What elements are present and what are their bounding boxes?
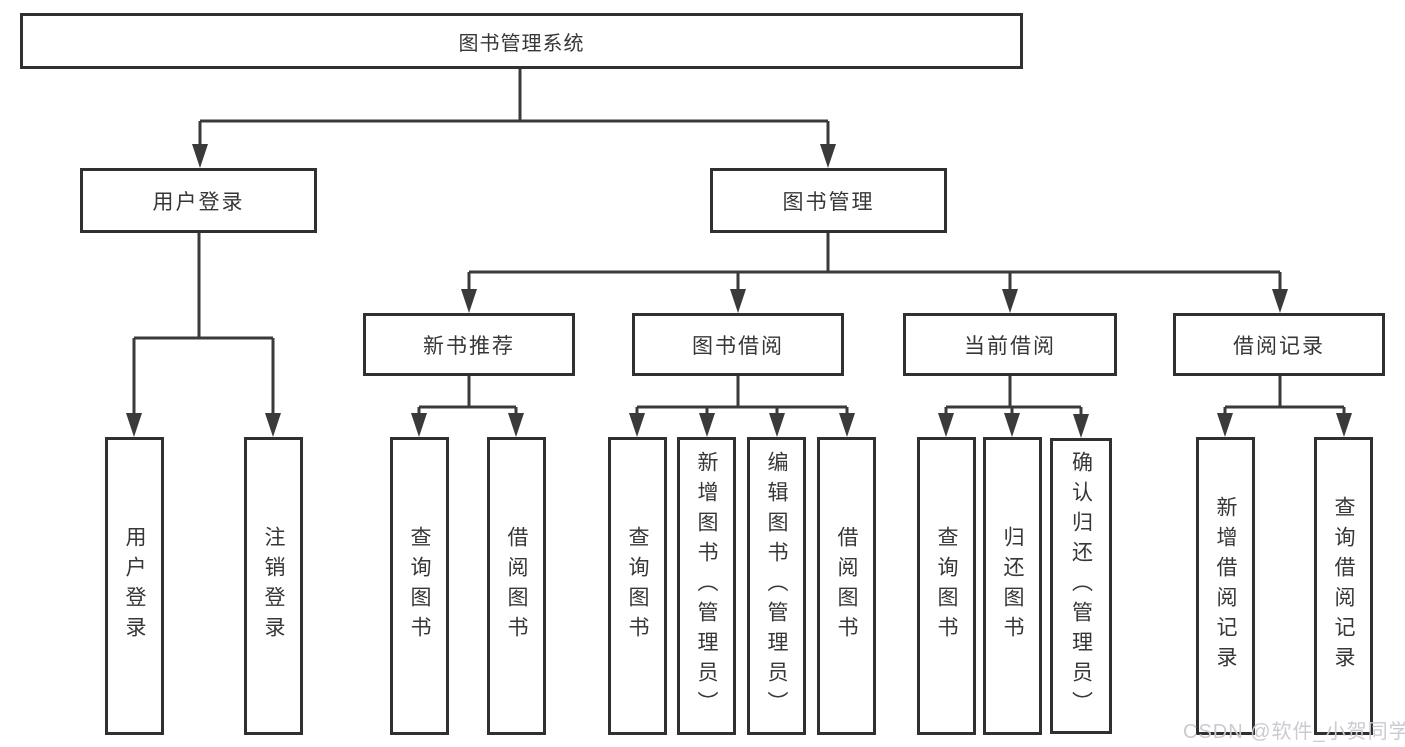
leaf-current-return-book: 归还图书 xyxy=(983,437,1042,735)
leaf-borrow-borrow-book: 借阅图书 xyxy=(817,437,876,735)
leaf-user-login: 用户登录 xyxy=(105,437,164,735)
leaf-current-query-book: 查询图书 xyxy=(917,437,976,735)
leaf-current-return-book-label: 归还图书 xyxy=(1001,526,1024,646)
node-new-book-recommend-label: 新书推荐 xyxy=(423,334,515,358)
tree-connectors xyxy=(132,69,1346,415)
leaf-recommend-borrow-book-label: 借阅图书 xyxy=(505,526,528,646)
leaf-borrow-borrow-book-label: 借阅图书 xyxy=(835,526,858,646)
csdn-watermark: CSDN @软件_小贺同学 xyxy=(1183,721,1405,743)
leaf-logout: 注销登录 xyxy=(244,437,303,735)
node-user-login-label: 用户登录 xyxy=(152,190,245,214)
node-borrow-records: 借阅记录 xyxy=(1173,313,1385,376)
leaf-records-add-record-label: 新增借阅记录 xyxy=(1214,496,1237,676)
leaf-borrow-add-book-label: 新增图书（管理员） xyxy=(695,451,718,721)
leaf-records-query-record-label: 查询借阅记录 xyxy=(1332,496,1355,676)
leaf-borrow-query-book: 查询图书 xyxy=(608,437,667,735)
leaf-user-login-label: 用户登录 xyxy=(123,526,146,646)
leaf-current-confirm-return-label: 确认归还（管理员） xyxy=(1069,451,1093,721)
node-current-borrow: 当前借阅 xyxy=(903,313,1117,376)
node-book-borrow-label: 图书借阅 xyxy=(692,334,784,358)
node-book-management: 图书管理 xyxy=(710,168,947,233)
leaf-recommend-borrow-book: 借阅图书 xyxy=(487,437,546,735)
leaf-recommend-query-book: 查询图书 xyxy=(390,437,449,735)
node-book-management-label: 图书管理 xyxy=(782,190,875,214)
leaf-borrow-query-book-label: 查询图书 xyxy=(626,526,649,646)
node-new-book-recommend: 新书推荐 xyxy=(363,313,575,376)
node-book-borrow: 图书借阅 xyxy=(632,313,844,376)
node-user-login: 用户登录 xyxy=(80,168,317,233)
node-current-borrow-label: 当前借阅 xyxy=(964,334,1056,358)
leaf-borrow-edit-book-label: 编辑图书（管理员） xyxy=(765,451,788,721)
leaf-current-confirm-return: 确认归还（管理员） xyxy=(1050,438,1112,734)
leaf-current-query-book-label: 查询图书 xyxy=(935,526,958,646)
arrowheads xyxy=(126,144,1352,438)
leaf-logout-label: 注销登录 xyxy=(262,526,285,646)
leaf-borrow-edit-book: 编辑图书（管理员） xyxy=(747,437,806,735)
leaf-recommend-query-book-label: 查询图书 xyxy=(408,526,431,646)
leaf-records-add-record: 新增借阅记录 xyxy=(1196,437,1255,735)
leaf-borrow-add-book: 新增图书（管理员） xyxy=(677,437,736,735)
leaf-records-query-record: 查询借阅记录 xyxy=(1314,437,1373,735)
node-root-label: 图书管理系统 xyxy=(458,32,585,55)
node-borrow-records-label: 借阅记录 xyxy=(1233,334,1325,358)
node-root: 图书管理系统 xyxy=(20,13,1023,69)
